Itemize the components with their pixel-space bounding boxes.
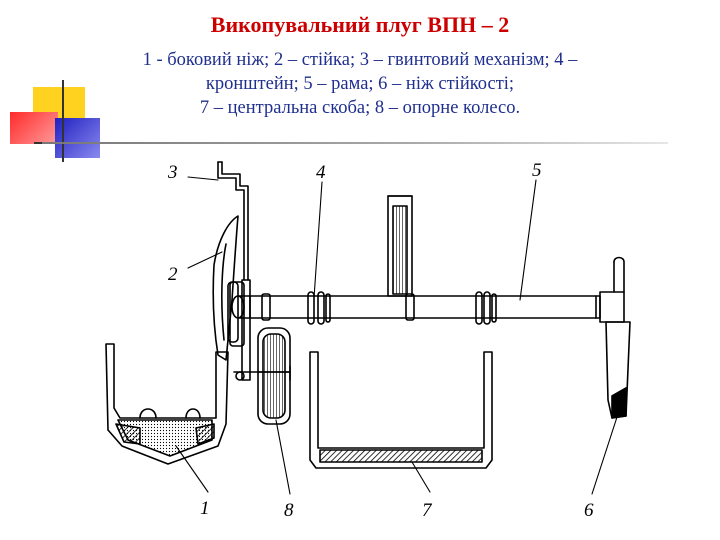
legend-line: кронштейн; 5 – рама; 6 – ніж стійкості; [205,74,515,94]
stand [212,215,245,361]
screw-mechanism [217,161,251,381]
part-label-7: 7 [422,500,433,521]
part-label-5: 5 [532,160,542,181]
part-label-6: 6 [584,500,594,521]
legend-text: 1 - боковий ніж; 2 – стійка; 3 – гвинтов… [40,48,680,120]
deco-red-square [10,112,58,144]
part-label-8: 8 [284,500,294,521]
wheel-bracket [387,195,413,297]
part-label-2: 2 [168,264,178,285]
stability-knife [605,256,631,419]
legend-line: 1 - боковий ніж; 2 – стійка; 3 – гвинтов… [142,50,578,70]
legend-line: 7 – центральна скоба; 8 – опорне колесо. [199,98,521,118]
support-wheel [257,327,291,425]
central-bracket [309,351,493,469]
side-knife [105,343,229,465]
frame-beam [231,291,625,325]
leader-lines [175,176,619,495]
part-label-4: 4 [316,162,326,183]
slide-title: Викопувальний плуг ВПН – 2 [210,12,510,37]
part-label-1: 1 [200,498,210,519]
deco-vertical-line [62,80,64,162]
title-divider [42,142,668,144]
part-label-3: 3 [167,162,178,183]
